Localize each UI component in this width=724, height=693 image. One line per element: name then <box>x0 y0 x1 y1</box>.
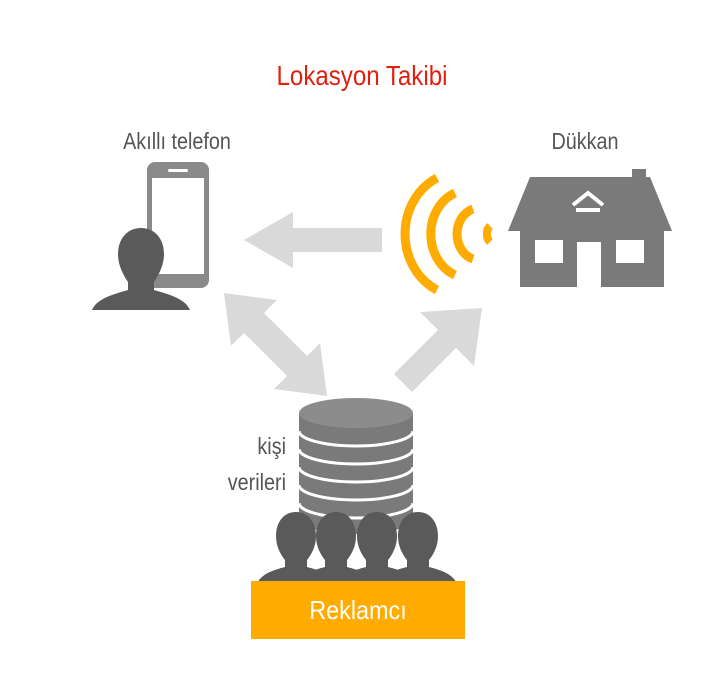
smartphone-label: Akıllı telefon <box>123 128 231 154</box>
store-label: Dükkan <box>551 128 619 154</box>
person-silhouette-icon <box>92 228 190 310</box>
people-group-icon <box>258 512 456 582</box>
person-data-label: kişi verileri <box>209 428 286 500</box>
database-icon <box>297 398 415 534</box>
arrow-phone-data-bidirectional <box>224 293 327 396</box>
advertiser-label: Reklamcı <box>309 595 407 625</box>
signal-waves-icon <box>400 174 494 294</box>
arrow-store-to-phone <box>244 212 382 268</box>
person-data-line-1: kişi <box>257 433 286 459</box>
diagram-title: Lokasyon Takibi <box>276 60 448 91</box>
store-icon <box>508 169 672 287</box>
advertiser-box <box>251 581 465 639</box>
arrow-data-to-store <box>394 308 482 392</box>
person-data-line-2: verileri <box>227 469 286 495</box>
